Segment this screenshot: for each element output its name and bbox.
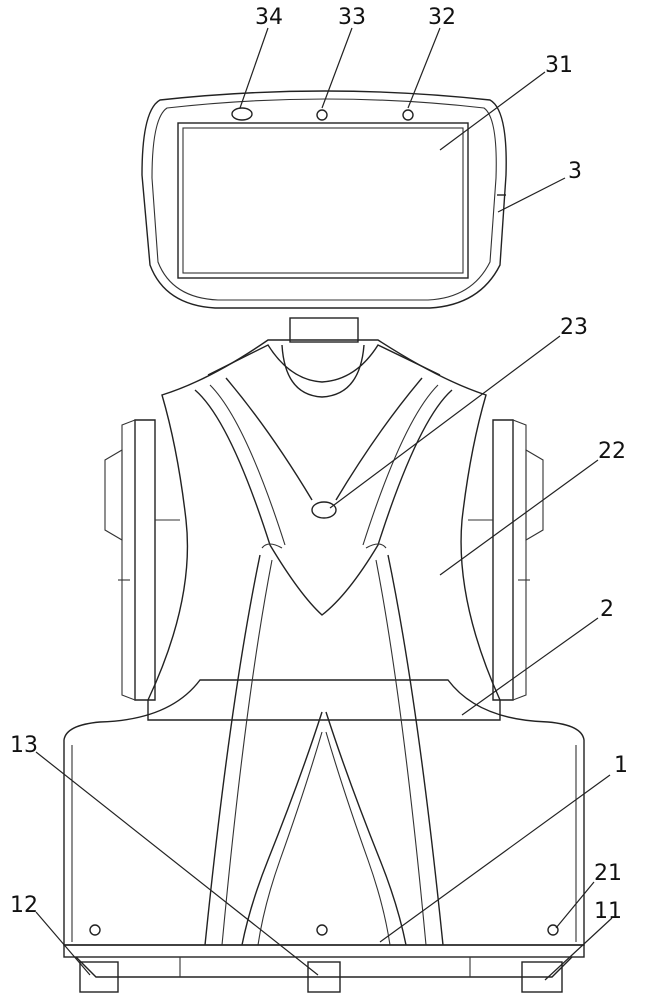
display-screen	[178, 123, 468, 278]
label-32: 32	[428, 5, 456, 30]
reference-labels: 34 33 32 31 3 23 22 2 1 21 11 13 12	[10, 5, 628, 924]
left-wheel	[105, 420, 180, 700]
label-13: 13	[10, 733, 38, 758]
sensor-33	[317, 110, 327, 120]
robot-head	[142, 91, 506, 308]
label-2: 2	[600, 597, 614, 622]
label-1: 1	[614, 753, 628, 778]
label-11: 11	[594, 899, 622, 924]
label-22: 22	[598, 439, 626, 464]
robot-neck	[282, 318, 364, 397]
label-3: 3	[568, 159, 582, 184]
sensor-32	[403, 110, 413, 120]
screw-center	[317, 925, 327, 935]
label-34: 34	[255, 5, 283, 30]
label-33: 33	[338, 5, 366, 30]
sensor-34	[232, 108, 252, 120]
screw-left	[90, 925, 100, 935]
label-12: 12	[10, 893, 38, 918]
label-31: 31	[545, 53, 573, 78]
right-wheel	[468, 420, 543, 700]
label-23: 23	[560, 315, 588, 340]
chest-sensor-23	[312, 502, 336, 518]
base-platform	[64, 945, 584, 992]
label-21: 21	[594, 861, 622, 886]
